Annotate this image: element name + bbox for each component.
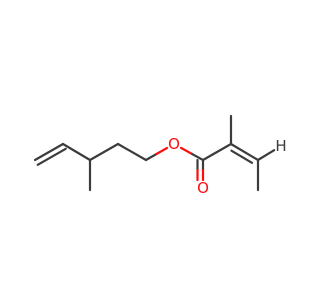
- atom-label-layer: O O H: [168, 135, 287, 197]
- atom-label-h8: H: [275, 137, 286, 155]
- bond-c2-c3: [61, 142, 92, 162]
- bond-c7-c8-second: [230, 149, 254, 164]
- bond-c6-c7: [201, 142, 233, 162]
- bond-o1-c6: [190, 152, 205, 162]
- bond-o1-c6: [179, 146, 194, 156]
- molecule-structure: O O H: [33, 114, 287, 197]
- bond-c1-c2: [33, 142, 65, 162]
- bond-c8-h8: [256, 149, 276, 162]
- bond-c1-c2-second: [36, 147, 67, 166]
- bond-layer: [33, 114, 276, 192]
- atom-label-o2: O: [197, 179, 209, 197]
- bond-c4-c5: [116, 142, 148, 162]
- bond-c5-o1: [144, 152, 158, 162]
- atom-label-o1: O: [168, 135, 180, 153]
- bond-c7-c8: [229, 142, 260, 162]
- bond-c5-o1: [155, 146, 169, 156]
- bond-c3-c4: [88, 142, 120, 162]
